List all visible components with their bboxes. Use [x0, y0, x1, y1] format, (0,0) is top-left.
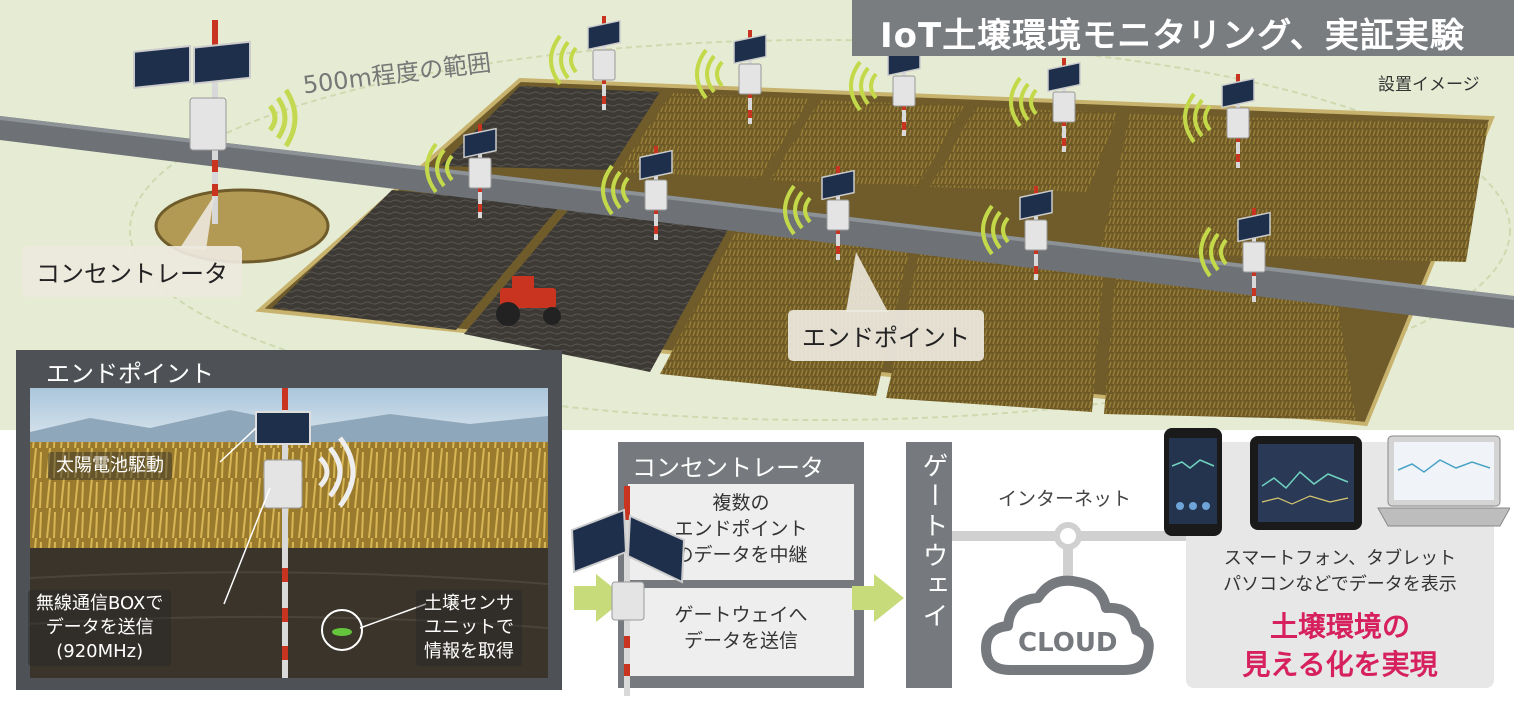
- internet-cloud-diagram: [952, 522, 1188, 675]
- devices-line1: スマートフォン、タブレット: [1223, 548, 1457, 569]
- endpoint-photo: [30, 388, 548, 678]
- concentrator-tag: コンセントレータ: [22, 246, 242, 297]
- internet-label: インターネット: [998, 488, 1132, 510]
- send-line1: ゲートウェイへ: [674, 604, 808, 626]
- result-headline: 土壌環境の 見える化を実現: [1186, 608, 1494, 684]
- page-title: IoT土壌環境モニタリング、実証実験: [880, 16, 1465, 56]
- send-line2: データを送信: [683, 630, 798, 652]
- devices-image: [1164, 428, 1510, 536]
- radio-note-line1: 無線通信BOXで: [36, 593, 164, 614]
- sensor-note: 土壌センサ ユニットで 情報を取得: [416, 590, 522, 666]
- relay-line2: エンドポイント: [674, 518, 808, 540]
- farm-scene-illustration: [0, 0, 1514, 430]
- laptop-icon: [1377, 435, 1510, 527]
- solar-note: 太陽電池駆動: [48, 452, 172, 480]
- concentrator-send-cell: ゲートウェイへ データを送信: [628, 588, 854, 676]
- radio-note-line2: データを送信: [45, 617, 154, 638]
- sensor-note-line2: ユニットで: [424, 617, 514, 638]
- smartphone-icon: [1164, 428, 1222, 536]
- relay-line3: のデータを中継: [674, 544, 808, 566]
- relay-line1: 複数の: [712, 492, 770, 514]
- concentrator-relay-cell: 複数の エンドポイント のデータを中継: [628, 484, 854, 580]
- page-subtitle: 設置イメージ: [1378, 75, 1480, 95]
- flow-arrow-2: [852, 574, 904, 622]
- endpoint-panel-heading: エンドポイント: [46, 360, 214, 388]
- tablet-icon: [1250, 436, 1362, 530]
- radio-note: 無線通信BOXで データを送信 (920MHz): [28, 590, 172, 666]
- cloud-icon: [981, 575, 1154, 675]
- gateway-box: [906, 442, 952, 688]
- title-bar: [852, 0, 1514, 56]
- radio-note-line3: (920MHz): [56, 641, 144, 662]
- endpoint-tag: エンドポイント: [788, 310, 984, 361]
- concentrator-box-heading: コンセントレータ: [632, 454, 824, 482]
- gateway-label: ゲートウェイ: [918, 452, 948, 632]
- sensor-note-line1: 土壌センサ: [424, 593, 514, 614]
- sensor-note-line3: 情報を取得: [424, 641, 514, 662]
- result-line2: 見える化を実現: [1242, 648, 1438, 681]
- cloud-label: CLOUD: [1018, 628, 1118, 658]
- devices-caption: スマートフォン、タブレット パソコンなどでデータを表示: [1186, 546, 1494, 598]
- result-line1: 土壌環境の: [1269, 610, 1410, 643]
- endpoint-panel: [16, 350, 562, 690]
- devices-line2: パソコンなどでデータを表示: [1223, 574, 1457, 595]
- concentrator-device-image: [570, 486, 686, 696]
